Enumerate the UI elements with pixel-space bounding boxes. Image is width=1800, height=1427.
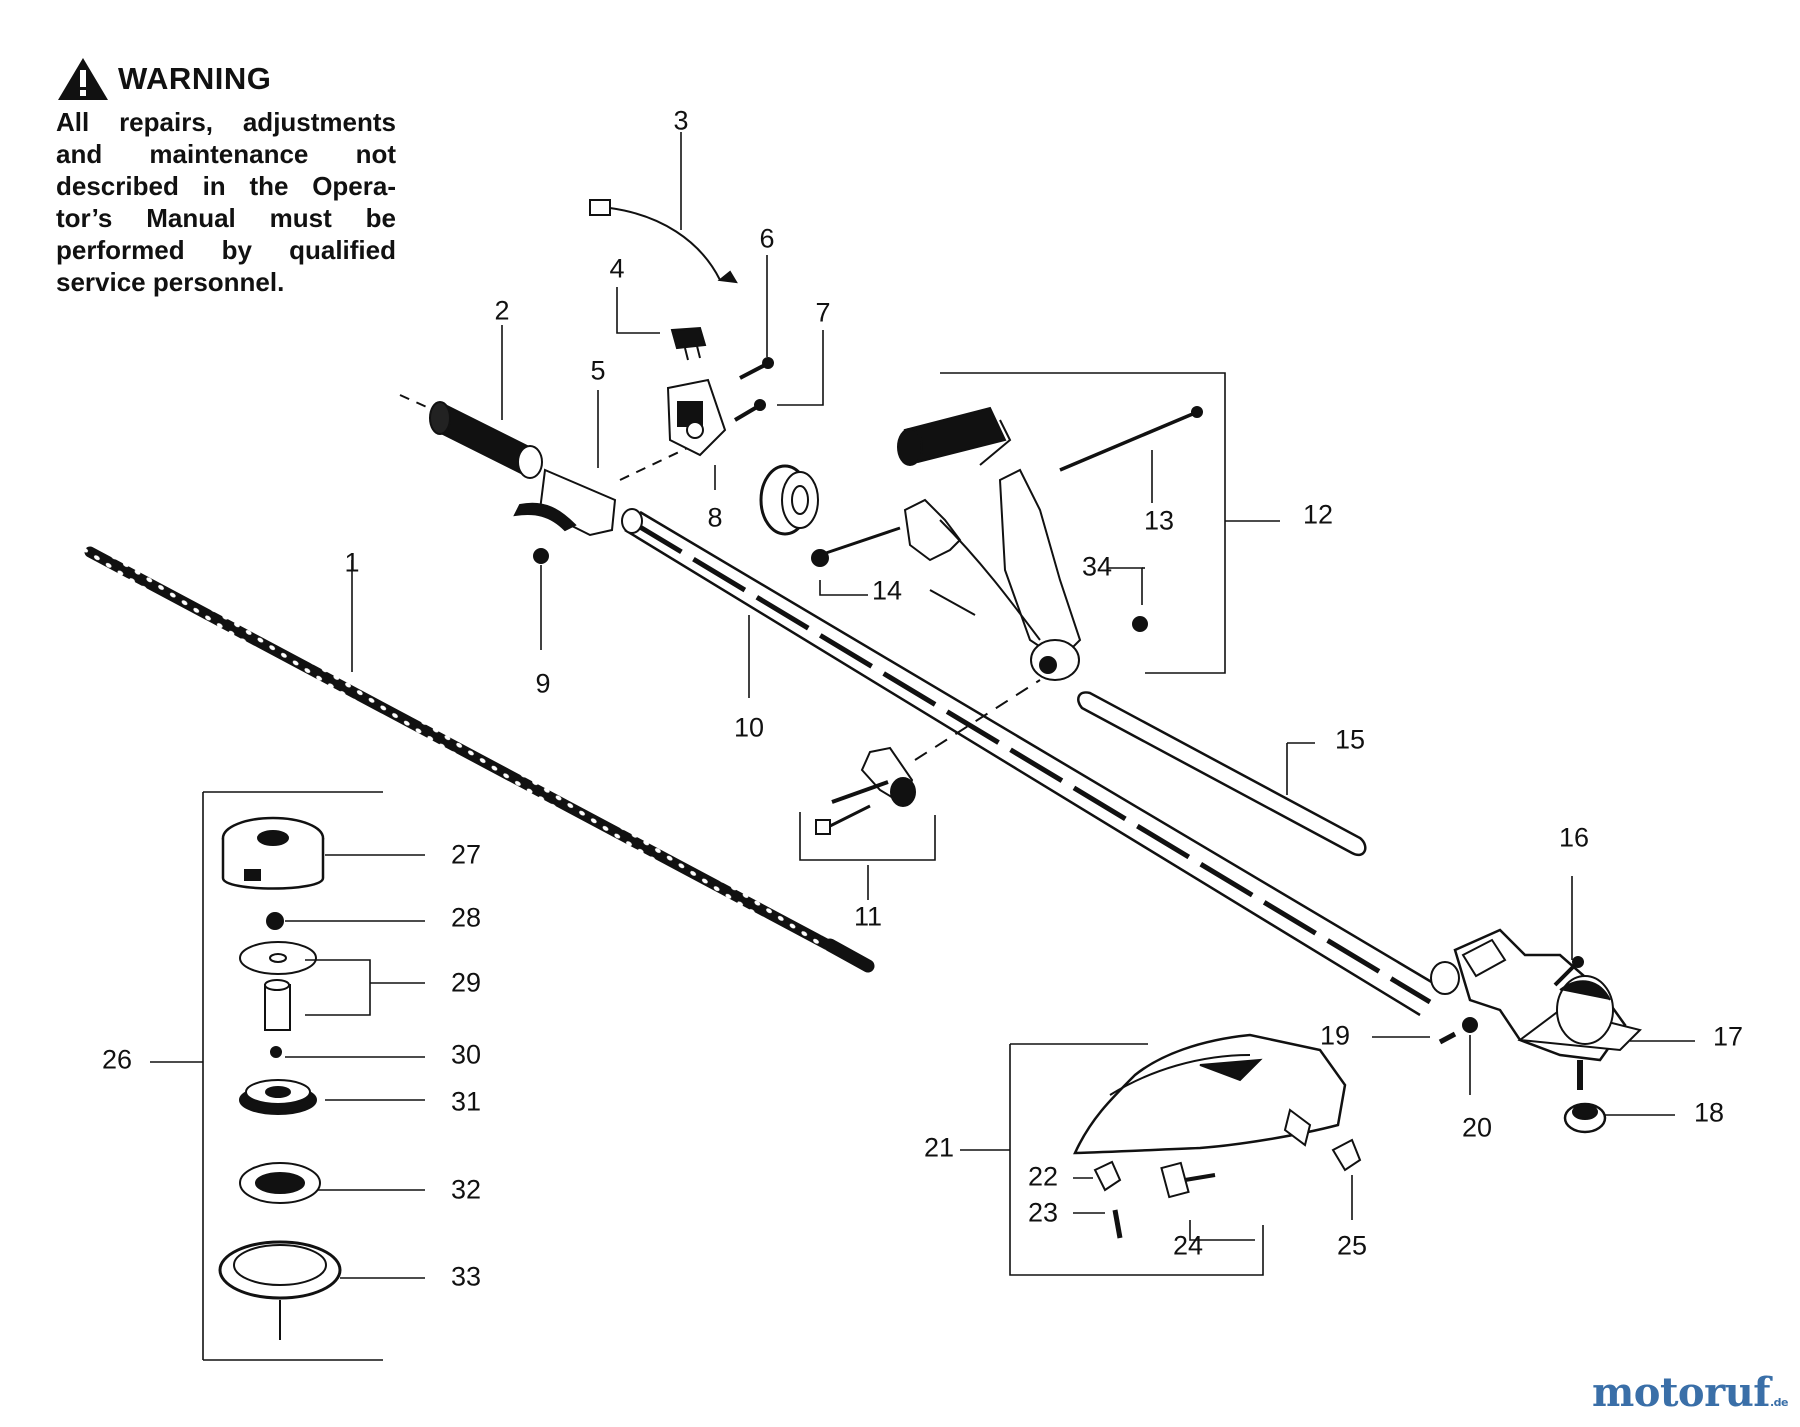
bolt-part-13: [1059, 411, 1196, 472]
callout-29: 29: [450, 967, 482, 998]
warning-line: described in the Opera-: [56, 171, 396, 201]
warning-line: tor’s Manual must be: [56, 203, 396, 233]
watermark-brand: motoruf: [1591, 1369, 1771, 1416]
callout-28: 28: [450, 902, 482, 933]
screw-part-23: [1112, 1209, 1123, 1239]
callout-21: 21: [923, 1132, 955, 1163]
callout-31: 31: [450, 1086, 482, 1117]
handle-grip-part-2: [399, 394, 543, 479]
callout-1: 1: [344, 547, 360, 578]
watermark-tld: .de: [1769, 1396, 1789, 1409]
nut-part-14: [819, 526, 901, 557]
nut-part-18: [1563, 1102, 1607, 1134]
callout-23: 23: [1027, 1197, 1059, 1228]
screw-part-16: [1553, 963, 1577, 987]
watermark-logo: motoruf.de: [1591, 1369, 1789, 1416]
callout-14: 14: [871, 575, 903, 606]
warning-triangle-icon: [58, 58, 108, 100]
knob-bolt-part-11: [815, 679, 1041, 835]
callout-5: 5: [590, 355, 606, 386]
callout-24: 24: [1172, 1230, 1204, 1261]
wire-part-3: [589, 199, 738, 284]
callout-13: 13: [1143, 505, 1175, 536]
callout-32: 32: [450, 1174, 482, 1205]
gearhead-part-17: [1430, 928, 1642, 1090]
callout-12: 12: [1302, 499, 1334, 530]
warning-line: and maintenance not: [56, 139, 396, 169]
switch-part-4: [670, 326, 707, 361]
callout-30: 30: [450, 1039, 482, 1070]
warning-line: performed by qualified: [56, 235, 396, 265]
callout-22: 22: [1027, 1161, 1059, 1192]
screw-part-6: [739, 363, 766, 380]
grass-guard-part-21: [1073, 1033, 1347, 1155]
callout-9: 9: [535, 668, 551, 699]
callout-27: 27: [450, 839, 482, 870]
callout-17: 17: [1712, 1021, 1744, 1052]
callout-19: 19: [1319, 1020, 1351, 1051]
callout-8: 8: [707, 502, 723, 533]
leader-lines: [150, 132, 1695, 1361]
screw-part-7: [733, 405, 759, 422]
handle-assembly-part-12: [897, 406, 1082, 681]
callout-20: 20: [1461, 1112, 1493, 1143]
trimmer-head-assembly-part-26: [218, 816, 342, 1340]
callout-3: 3: [673, 105, 689, 136]
warning-body: All repairs, adjustments and maintenance…: [56, 106, 396, 298]
callout-33: 33: [450, 1261, 482, 1292]
clip-part-22: [1093, 1160, 1122, 1192]
callout-18: 18: [1693, 1097, 1725, 1128]
decal-part-15: [1077, 691, 1367, 856]
callout-16: 16: [1558, 822, 1590, 853]
callout-2: 2: [494, 295, 510, 326]
drive-shaft-part-1: [84, 546, 875, 973]
callout-10: 10: [733, 712, 765, 743]
warning-line: service personnel.: [56, 267, 285, 297]
shaft-tube-part-10: [621, 508, 1446, 1017]
bracket-part-24: [1160, 1161, 1216, 1199]
warning-title: WARNING: [118, 61, 272, 96]
callout-15: 15: [1334, 724, 1366, 755]
callout-6: 6: [759, 223, 775, 254]
callout-25: 25: [1336, 1230, 1368, 1261]
nut-part-9: [533, 548, 549, 564]
callout-34: 34: [1081, 551, 1113, 582]
warning-header: WARNING: [56, 56, 396, 102]
washer-part-20: [1462, 1017, 1478, 1033]
switch-housing-part-8: [666, 378, 727, 457]
nut-part-34: [1132, 616, 1148, 632]
callout-26: 26: [101, 1044, 133, 1075]
callout-4: 4: [609, 253, 625, 284]
warning-notice: WARNING All repairs, adjustments and mai…: [56, 56, 396, 298]
screw-part-19: [1438, 1031, 1457, 1045]
blade-part-25: [1331, 1138, 1362, 1172]
callout-7: 7: [815, 297, 831, 328]
callout-11: 11: [853, 901, 883, 932]
bushing: [759, 464, 819, 536]
warning-line: All repairs, adjustments: [56, 107, 396, 137]
trigger-housing-part-5: [513, 441, 701, 537]
